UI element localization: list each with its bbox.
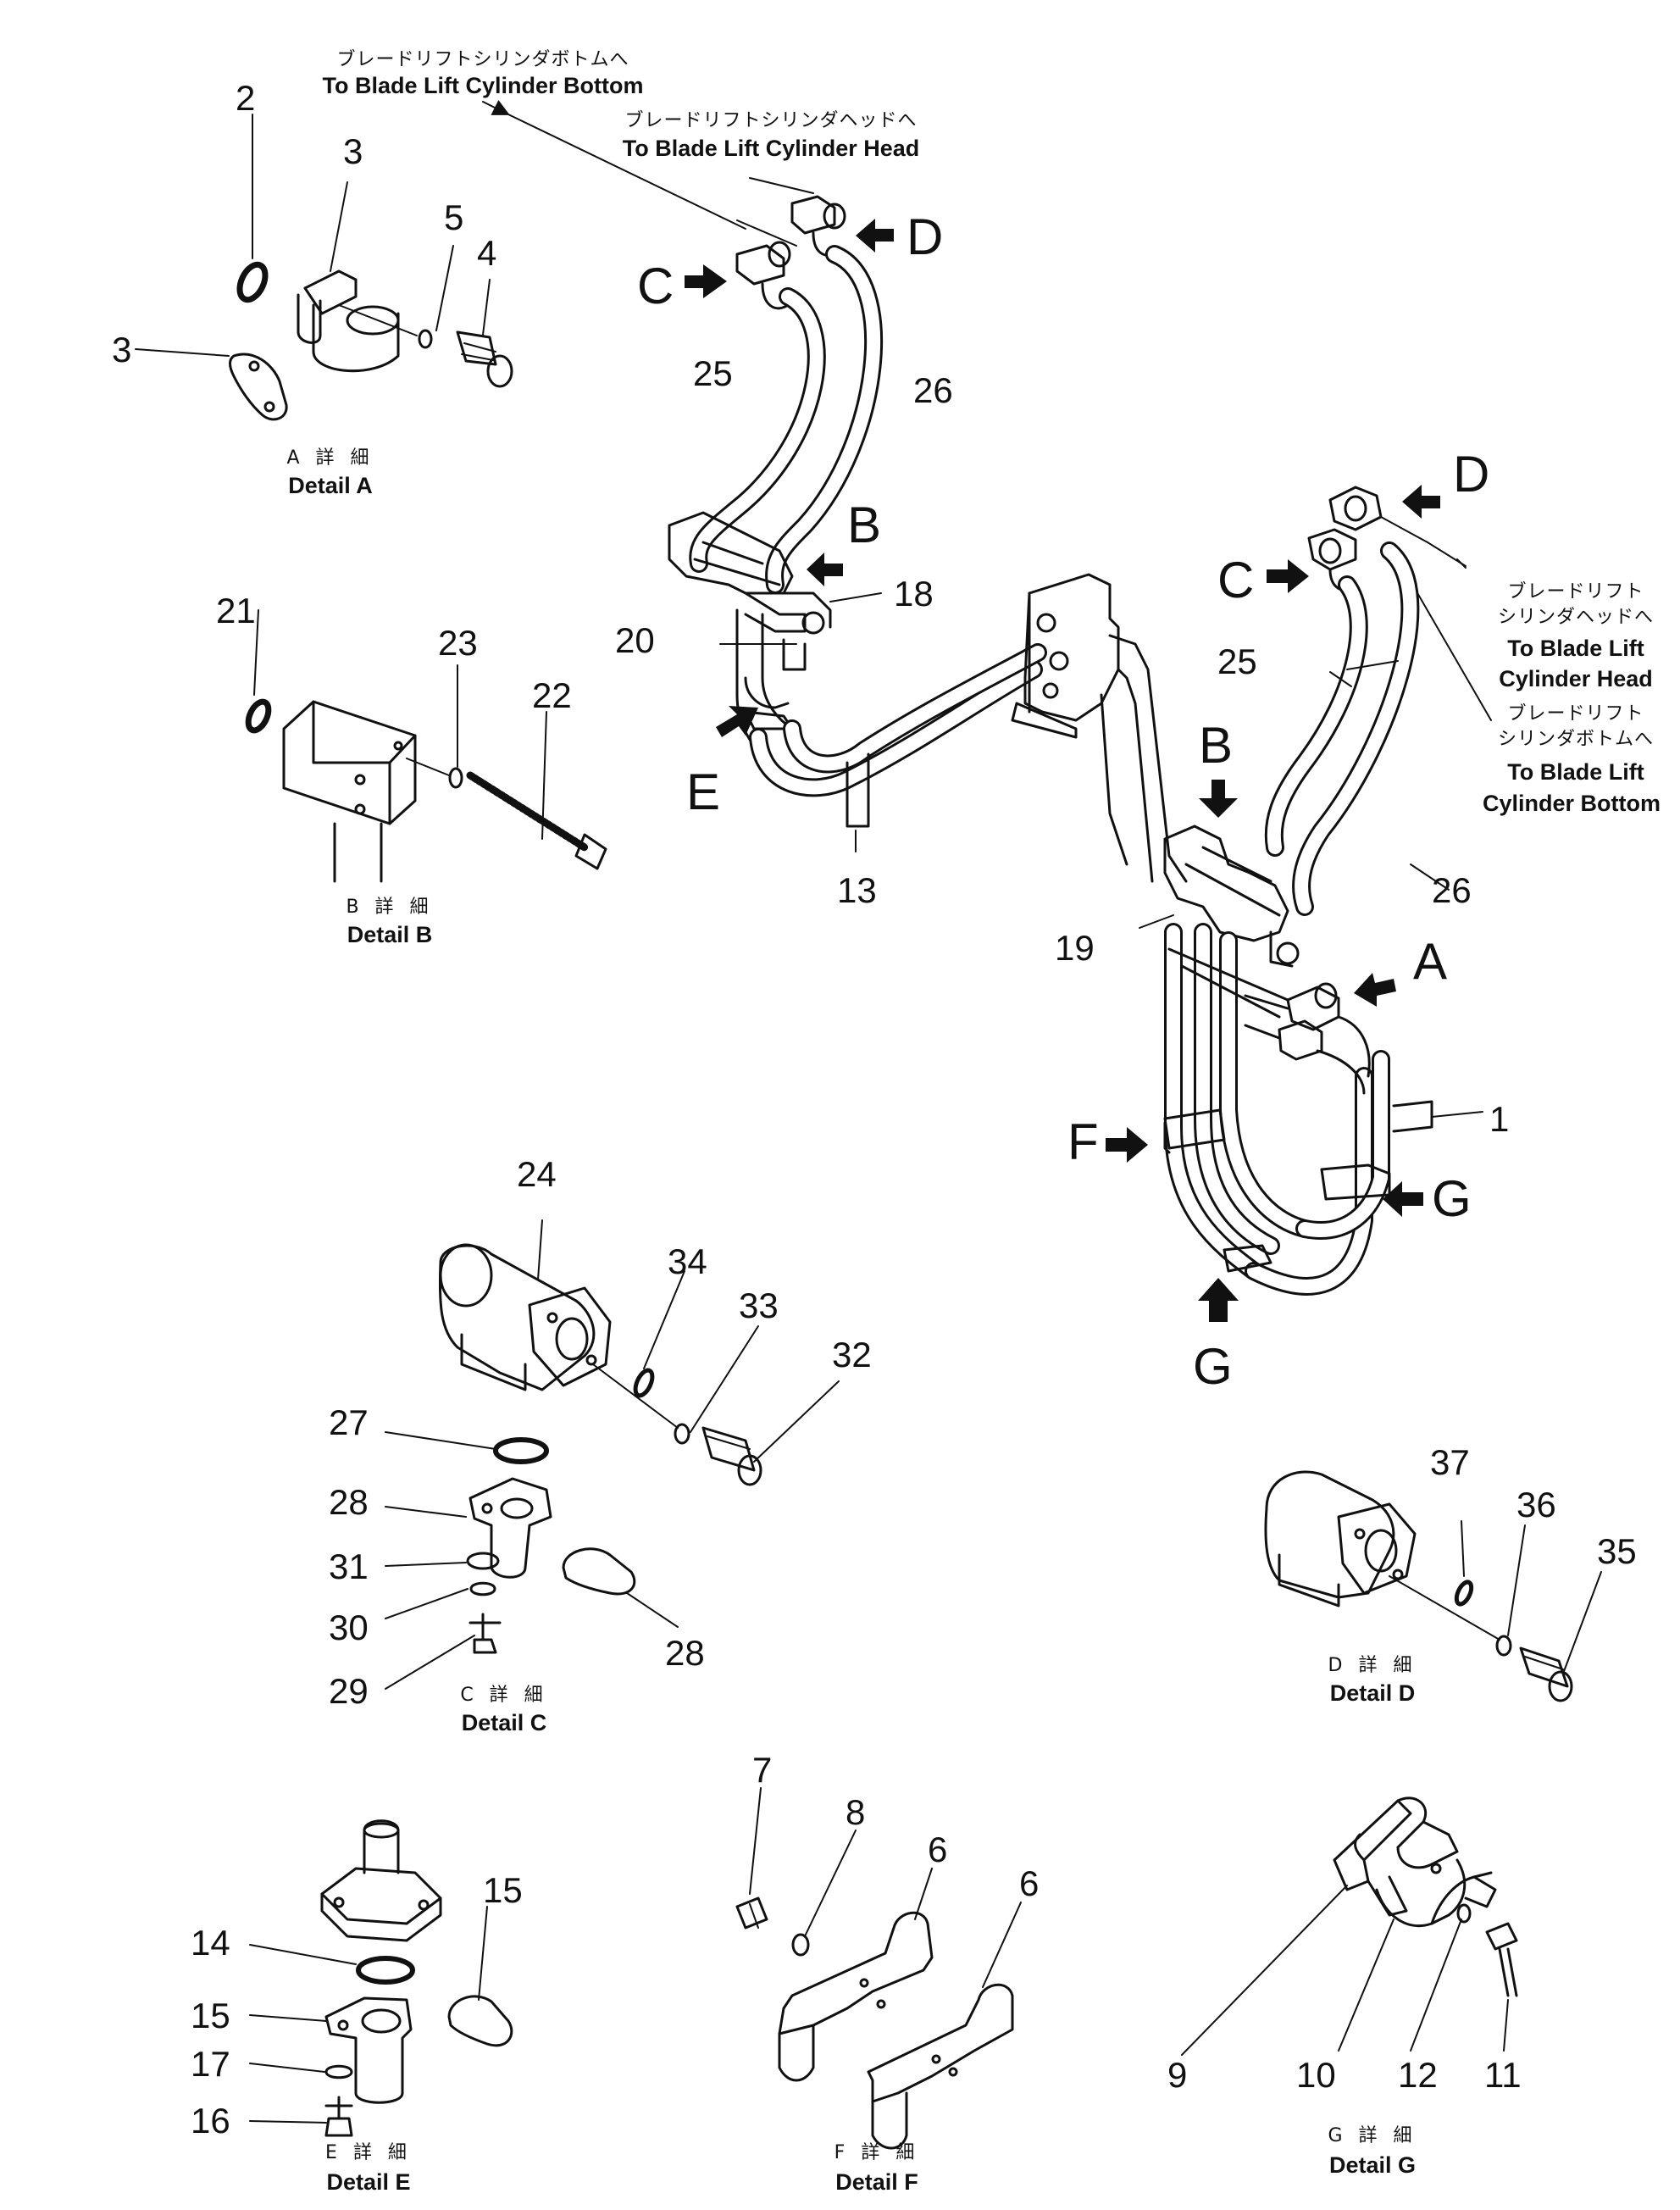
note-right-head-jp-1: ブレードリフト [1507, 581, 1644, 602]
detail-g-caption-jp: G 詳 細 [1328, 2125, 1417, 2146]
note-right-head-jp-2: シリンダヘッドへ [1497, 607, 1654, 628]
callout-34: 34 [668, 1241, 707, 1281]
callout-15: 15 [483, 1870, 523, 1910]
callout-12: 12 [1398, 2055, 1438, 2095]
callout-26: 26 [913, 370, 953, 410]
detail-d-drawing [1266, 1472, 1601, 1701]
callout-37: 37 [1430, 1442, 1470, 1482]
callout-15: 15 [191, 1996, 230, 2035]
callout-35: 35 [1597, 1531, 1637, 1571]
callout-21: 21 [216, 591, 256, 630]
callout-2: 2 [236, 78, 256, 118]
detail-arrows [685, 219, 1440, 1322]
detail-e-caption-jp: E 詳 細 [325, 2142, 412, 2163]
note-to-cylinder-bottom-jp: ブレードリフトシリンダボトムへ [336, 49, 629, 70]
note-right-bottom-2: Cylinder Bottom [1482, 791, 1661, 816]
arrow-label-d: D [1453, 446, 1490, 503]
detail-f-caption-jp: F 詳 細 [834, 2142, 920, 2163]
arrow-label-e: E [686, 764, 721, 820]
callout-16: 16 [191, 2101, 230, 2141]
callout-19: 19 [1055, 928, 1095, 968]
note-right-bottom-1: To Blade Lift [1507, 759, 1644, 785]
callout-25: 25 [693, 353, 733, 393]
callout-1: 1 [1489, 1099, 1510, 1139]
note-right-bottom-jp-1: ブレードリフト [1507, 703, 1644, 725]
callout-33: 33 [739, 1285, 779, 1325]
detail-f-caption: Detail F [835, 2169, 918, 2195]
detail-e-caption: Detail E [326, 2169, 411, 2195]
detail-g-drawing [1182, 1798, 1516, 2055]
callout-18: 18 [894, 574, 934, 614]
callout-7: 7 [752, 1750, 773, 1790]
callout-9: 9 [1167, 2055, 1188, 2095]
callout-8: 8 [846, 1792, 866, 1832]
callout-26: 26 [1432, 870, 1472, 910]
arrow-label-b: B [1199, 717, 1234, 774]
detail-c-caption: Detail C [461, 1710, 547, 1735]
callout-30: 30 [329, 1608, 369, 1647]
arrow-label-a: A [1413, 933, 1448, 990]
note-right-head-2: Cylinder Head [1499, 666, 1653, 691]
callout-22: 22 [532, 675, 572, 715]
detail-b-caption-jp: B 詳 細 [346, 897, 434, 918]
callout-32: 32 [832, 1335, 872, 1374]
detail-a-caption: Detail A [288, 473, 373, 498]
arrow-label-b: B [847, 497, 882, 553]
detail-b-caption: Detail B [347, 922, 433, 947]
callout-25: 25 [1217, 641, 1257, 681]
callout-29: 29 [329, 1671, 369, 1711]
callout-27: 27 [329, 1402, 369, 1442]
note-to-cylinder-head: To Blade Lift Cylinder Head [622, 136, 920, 161]
callout-23: 23 [438, 623, 478, 663]
callout-14: 14 [191, 1923, 230, 1963]
detail-b-drawing [244, 610, 606, 881]
arrow-label-f: F [1067, 1113, 1099, 1170]
callout-3: 3 [343, 131, 363, 171]
callout-28: 28 [665, 1633, 705, 1673]
callout-31: 31 [329, 1546, 369, 1586]
detail-f-drawing [737, 1788, 1021, 2148]
callout-4: 4 [477, 233, 497, 273]
callout-20: 20 [615, 620, 655, 660]
callout-36: 36 [1516, 1485, 1556, 1524]
callout-6: 6 [928, 1830, 948, 1869]
arrow-label-c: C [1217, 552, 1255, 608]
callout-17: 17 [191, 2044, 230, 2084]
note-to-cylinder-head-jp: ブレードリフトシリンダヘッドへ [624, 110, 918, 131]
callout-24: 24 [517, 1154, 557, 1194]
detail-a-drawing [136, 114, 512, 419]
detail-d-caption-jp: D 詳 細 [1328, 1655, 1417, 1676]
callout-11: 11 [1484, 2055, 1522, 2095]
arrow-label-g: G [1193, 1338, 1233, 1395]
callout-10: 10 [1296, 2055, 1336, 2095]
callout-6: 6 [1019, 1863, 1040, 1903]
right-hose-assembly [720, 487, 1491, 1286]
arrow-label-g: G [1432, 1170, 1472, 1227]
detail-c-caption-jp: C 詳 細 [460, 1685, 548, 1706]
arrow-label-d: D [907, 208, 944, 265]
callout-28: 28 [329, 1482, 369, 1522]
upper-hose-assembly [483, 100, 1186, 881]
detail-d-caption: Detail D [1329, 1680, 1416, 1706]
note-right-head-1: To Blade Lift [1507, 636, 1644, 661]
note-to-cylinder-bottom: To Blade Lift Cylinder Bottom [322, 73, 644, 98]
detail-a-caption-jp: A 詳 細 [286, 447, 374, 469]
callout-13: 13 [837, 870, 877, 910]
note-right-bottom-jp-2: シリンダボトムへ [1497, 729, 1654, 750]
arrow-label-c: C [637, 258, 674, 314]
detail-e-drawing [250, 1821, 512, 2135]
detail-c-drawing [385, 1220, 839, 1689]
callout-3: 3 [112, 330, 132, 369]
callout-5: 5 [444, 197, 464, 237]
detail-g-caption: Detail G [1328, 2152, 1417, 2178]
